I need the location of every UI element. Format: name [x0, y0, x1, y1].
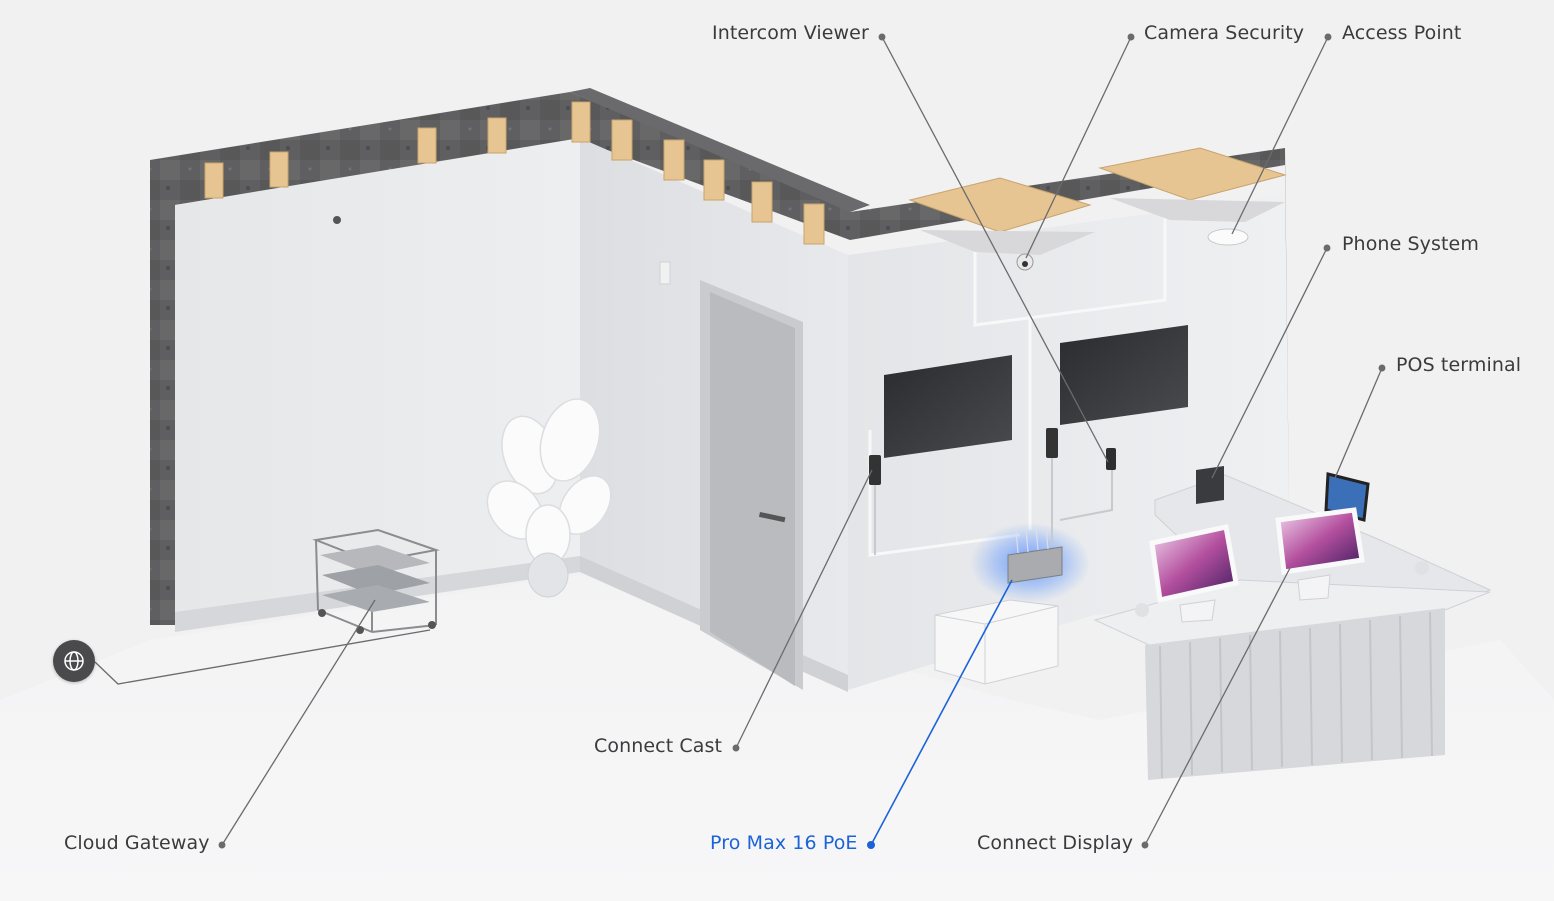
leader-phone-system [1211, 247, 1328, 479]
leader-pos-terminal [1334, 367, 1383, 479]
leader-camera-security [1025, 36, 1132, 259]
leader-internet [94, 629, 431, 685]
leader-connect-cast [735, 469, 873, 749]
leader-access-point [1231, 36, 1329, 235]
label-pro-max-16-poe[interactable]: Pro Max 16 PoE [710, 832, 858, 854]
label-access-point[interactable]: Access Point [1342, 22, 1462, 44]
leader-cloud-gateway [221, 599, 376, 846]
label-phone-system[interactable]: Phone System [1342, 233, 1479, 255]
label-intercom-viewer[interactable]: Intercom Viewer [712, 22, 869, 44]
label-connect-cast[interactable]: Connect Cast [594, 735, 723, 757]
leader-connect-display [1144, 567, 1291, 846]
internet-globe-button[interactable] [53, 640, 95, 682]
leader-pro-max-16-poe [870, 579, 1013, 846]
label-cloud-gateway[interactable]: Cloud Gateway [64, 832, 210, 854]
leader-intercom-viewer [881, 36, 1109, 463]
label-camera-security[interactable]: Camera Security [1144, 22, 1305, 44]
label-connect-display[interactable]: Connect Display [977, 832, 1134, 854]
globe-icon [64, 651, 84, 671]
label-pos-terminal[interactable]: POS terminal [1396, 354, 1522, 376]
